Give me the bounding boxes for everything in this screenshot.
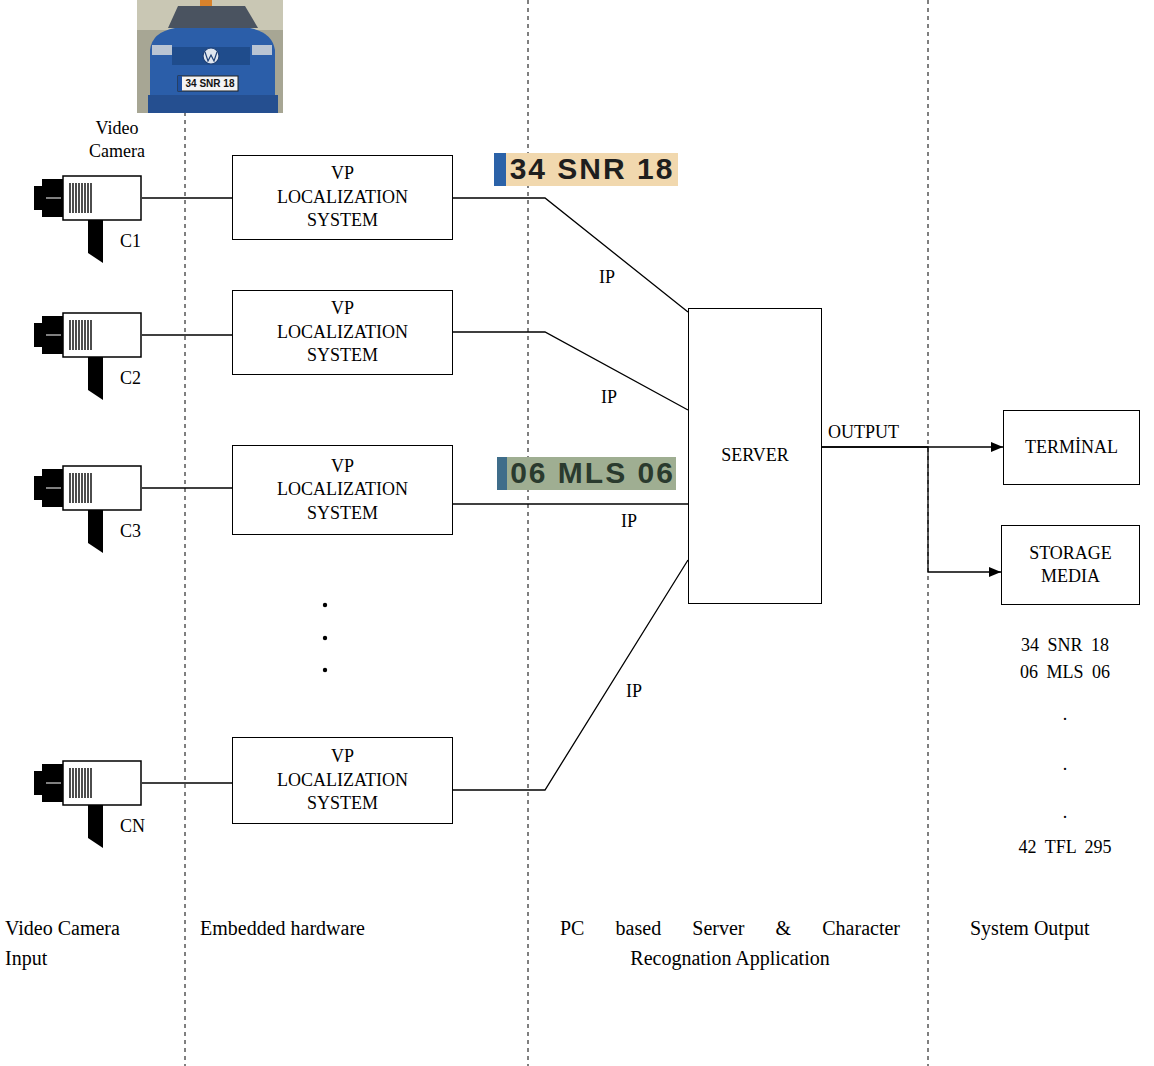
plate-text: 06 MLS 06	[509, 456, 676, 491]
node-label: VP LOCALIZATION SYSTEM	[268, 162, 418, 232]
section-heading: Video Camera Input	[5, 913, 155, 973]
storage-box: STORAGE MEDIA	[1001, 525, 1140, 605]
server-box: SERVER	[688, 308, 822, 604]
plate-image	[494, 153, 678, 186]
car-photo	[137, 0, 283, 113]
connector	[142, 334, 232, 335]
camera-label: C1	[120, 232, 141, 252]
section-heading: System Output	[970, 913, 1140, 943]
section-heading: Embedded hardware	[200, 913, 520, 943]
section-divider	[185, 0, 928, 1066]
node-label: TERMİNAL	[1025, 436, 1118, 459]
edge-label: IP	[598, 268, 616, 288]
node-label: SERVER	[721, 444, 789, 467]
camera-label: C2	[120, 369, 141, 389]
camera-caption: Video Camera	[80, 117, 154, 164]
connector	[142, 782, 232, 783]
video-camera: C2	[30, 287, 142, 402]
localization-box: VP LOCALIZATION SYSTEM	[232, 445, 453, 535]
video-camera: CN	[30, 735, 142, 850]
edge-label: IP	[600, 388, 618, 408]
edge-label: OUTPUT	[827, 423, 900, 443]
plate-text: 34 SNR 18	[182, 77, 238, 90]
node-label: VP LOCALIZATION SYSTEM	[268, 297, 418, 367]
connector	[453, 560, 688, 790]
video-camera: C1	[30, 150, 142, 265]
ellipsis-dot: .	[1010, 705, 1120, 725]
video-camera: C3	[30, 440, 142, 555]
camera-label: C3	[120, 522, 141, 542]
section-heading: PC based Server & Character Recognation …	[560, 913, 900, 973]
connector	[453, 198, 688, 312]
edge-label: IP	[625, 682, 643, 702]
plate-record: 42 TFL 295	[1010, 838, 1120, 858]
ellipsis-dots	[323, 603, 327, 672]
terminal-box: TERMİNAL	[1003, 410, 1140, 485]
plate-record: 06 MLS 06	[1010, 663, 1120, 683]
connector	[822, 447, 1001, 572]
connector	[142, 197, 232, 198]
node-label: VP LOCALIZATION SYSTEM	[268, 745, 418, 815]
plate-record: 34 SNR 18	[1010, 636, 1120, 656]
localization-box: VP LOCALIZATION SYSTEM	[232, 290, 453, 375]
localization-box: VP LOCALIZATION SYSTEM	[232, 737, 453, 824]
plate-image	[497, 457, 676, 490]
node-label: STORAGE MEDIA	[1013, 542, 1128, 589]
connector	[453, 332, 688, 410]
plate-text: 34 SNR 18	[506, 152, 678, 187]
node-label: VP LOCALIZATION SYSTEM	[268, 455, 418, 525]
ellipsis-dot: .	[1010, 803, 1120, 823]
edge-label: IP	[620, 512, 638, 532]
ellipsis-dot: .	[1010, 755, 1120, 775]
connector	[142, 487, 232, 488]
camera-label: CN	[120, 817, 145, 837]
localization-box: VP LOCALIZATION SYSTEM	[232, 155, 453, 240]
connector	[453, 503, 688, 504]
